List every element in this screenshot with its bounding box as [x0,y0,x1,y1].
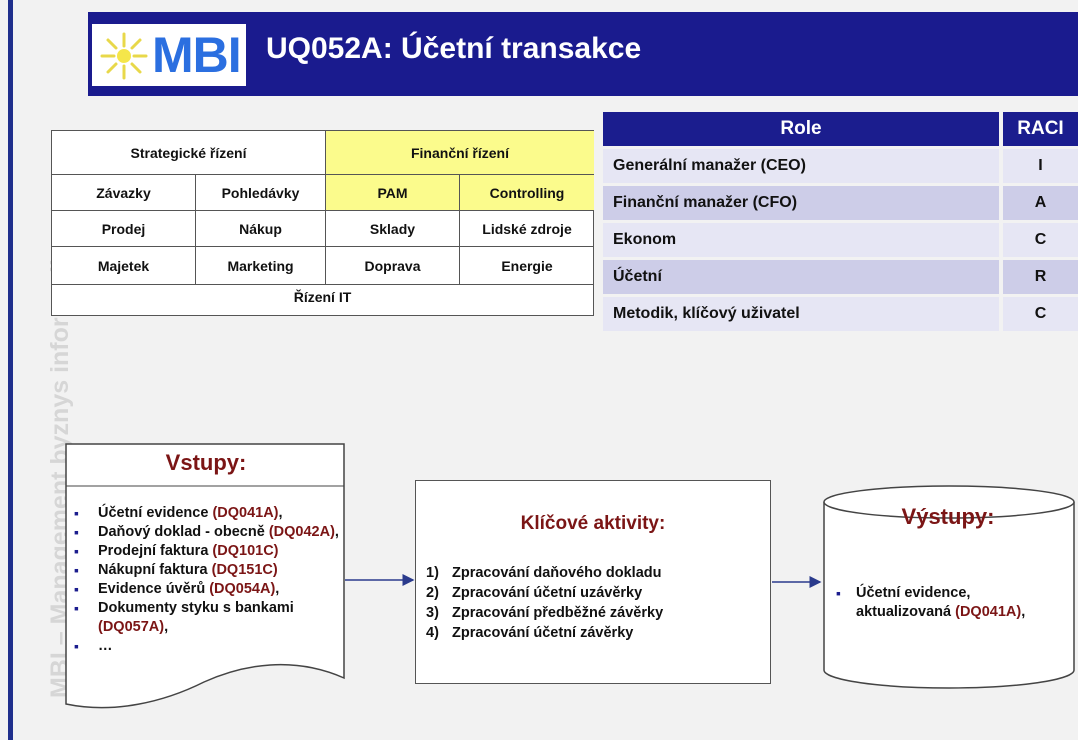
list-item: Účetní evidence (DQ041A), [72,504,342,523]
grid-cell-finance: Finanční řízení [326,131,594,175]
activities-title: Klíčové aktivity: [520,513,666,534]
outputs-title: Výstupy: [901,504,995,529]
grid-cell-strategic: Strategické řízení [52,131,326,175]
grid-cell: Lidské zdroje [460,211,594,247]
list-item: Účetní evidence, aktualizovaná (DQ041A), [836,584,1068,622]
list-item: Prodejní faktura (DQ101C) [72,542,342,561]
grid-cell-it: Řízení IT [293,289,352,305]
grid-cell: Pohledávky [196,175,326,211]
list-item: Nákupní faktura (DQ151C) [72,561,342,580]
logo: MBI [92,24,246,86]
raci-value-cell: R [1003,260,1078,294]
raci-role-cell: Finanční manažer (CFO) [603,186,999,220]
activities-list: 1)Zpracování daňového dokladu 2)Zpracová… [426,563,663,643]
list-item: … [72,637,342,656]
list-item: Dokumenty styku s bankami (DQ057A), [72,599,342,637]
grid-cell: Controlling [460,175,594,211]
inputs-list: Účetní evidence (DQ041A), Daňový doklad … [72,504,342,656]
logo-text: MBI [152,27,242,83]
grid-cell: Prodej [52,211,196,247]
list-item: Daňový doklad - obecně (DQ042A), [72,523,342,542]
raci-role-cell: Ekonom [603,223,999,257]
list-item: 3)Zpracování předběžné závěrky [426,605,664,621]
activities-box: Klíčové aktivity: 1)Zpracování daňového … [415,480,771,684]
raci-value-cell: C [1003,297,1078,331]
grid-cell: PAM [326,175,460,211]
sun-icon [100,32,148,80]
header-bar [88,12,1078,96]
list-item: 1)Zpracování daňového dokladu [426,565,662,581]
grid-cell: Nákup [196,211,326,247]
list-item: Evidence úvěrů (DQ054A), [72,580,342,599]
raci-value-cell: C [1003,223,1078,257]
inputs-title: Vstupy: [165,450,247,475]
grid-cell: Sklady [326,211,460,247]
raci-role-cell: Generální manažer (CEO) [603,149,999,183]
raci-header-raci: RACI [1003,112,1078,146]
left-accent-bar [8,0,13,740]
raci-value-cell: A [1003,186,1078,220]
list-item: 2)Zpracování účetní uzávěrky [426,585,643,601]
raci-header-role: Role [603,112,999,146]
grid-cell: Doprava [326,247,460,285]
grid-cell: Majetek [52,247,196,285]
list-item: 4)Zpracování účetní závěrky [426,625,634,641]
raci-role-cell: Účetní [603,260,999,294]
grid-cell: Marketing [196,247,326,285]
grid-cell: Závazky [52,175,196,211]
grid-cell: Energie [460,247,594,285]
page-title: UQ052A: Účetní transakce [266,32,642,65]
raci-role-cell: Metodik, klíčový uživatel [603,297,999,331]
process-grid: Strategické řízení Finanční řízení Závaz… [51,130,594,316]
raci-value-cell: I [1003,149,1078,183]
outputs-list: Účetní evidence, aktualizovaná (DQ041A), [836,584,1068,622]
